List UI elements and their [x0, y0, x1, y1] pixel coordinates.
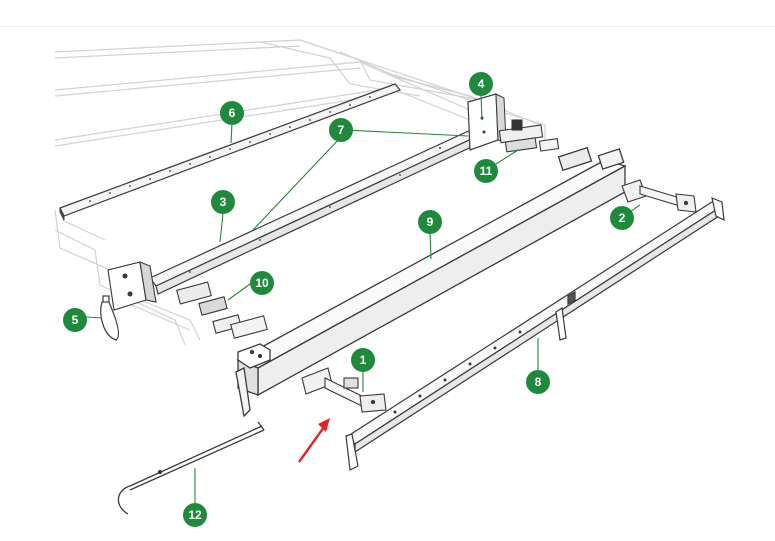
callout-5-label: 5	[72, 313, 79, 327]
top-bar	[0, 0, 775, 27]
part-4-corner-bracket	[467, 93, 507, 151]
callout-7-label: 7	[338, 123, 345, 137]
callout-7: 7	[329, 118, 353, 142]
callout-10-label: 10	[255, 276, 269, 290]
callout-9: 9	[418, 210, 442, 234]
part-9-front-beam	[235, 146, 627, 418]
callout-4: 4	[469, 72, 493, 96]
part-2-right-bracket	[621, 179, 697, 213]
callout-12-label: 12	[188, 508, 202, 522]
callout-12: 12	[183, 503, 207, 527]
part-6-slotted-rail	[59, 83, 402, 221]
callout-10: 10	[250, 271, 274, 295]
callout-8: 8	[526, 370, 550, 394]
part-8-front-rail	[345, 197, 725, 471]
callout-4-label: 4	[478, 77, 485, 91]
callout-3: 3	[211, 190, 235, 214]
callout-11: 11	[474, 159, 498, 183]
callout-5: 5	[63, 308, 87, 332]
part-5-strap	[100, 295, 120, 341]
part-12-tool-rod	[117, 421, 265, 515]
part-11-back-hardware	[498, 119, 560, 153]
callout-1-label: 1	[360, 353, 367, 367]
part-1-leg-bracket	[301, 367, 387, 413]
callout-3-label: 3	[220, 195, 227, 209]
callout-11-label: 11	[480, 164, 493, 178]
callout-6-label: 6	[229, 106, 236, 120]
callout-9-label: 9	[427, 215, 434, 229]
callout-2-label: 2	[619, 211, 626, 225]
part-10-left-bracket	[107, 261, 268, 339]
callout-2: 2	[610, 206, 634, 230]
part-3-rear-beam	[149, 127, 483, 295]
callout-6: 6	[220, 101, 244, 125]
callout-8-label: 8	[535, 375, 542, 389]
red-arrow-icon	[298, 418, 330, 463]
callout-1: 1	[351, 348, 375, 372]
leader-lines	[85, 93, 641, 504]
